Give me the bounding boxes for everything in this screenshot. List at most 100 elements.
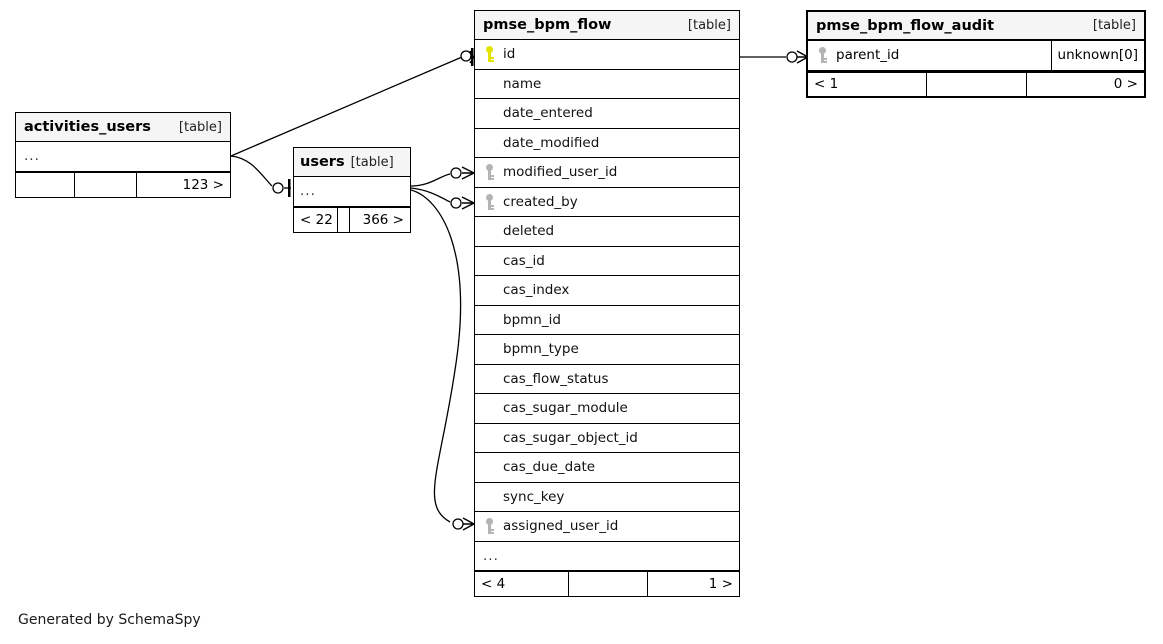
generator-caption: Generated by SchemaSpy <box>18 612 201 628</box>
table-node-activities-users[interactable]: activities_users [table] ... 123 > <box>15 112 231 198</box>
table-row-date-entered: date_entered <box>475 99 739 129</box>
table-row-cas-sugar-object-id: cas_sugar_object_id <box>475 424 739 453</box>
key-placeholder <box>483 488 499 506</box>
footer-right-count: 123 > <box>136 172 230 197</box>
table-row-id: id <box>475 40 739 70</box>
column-label: name <box>503 75 542 92</box>
table-row-cas-sugar-module: cas_sugar_module <box>475 394 739 424</box>
key-placeholder <box>483 370 499 388</box>
table-row: ... <box>294 177 410 207</box>
key-placeholder <box>483 75 499 93</box>
edge-pmse-bpm-flow-to-audit <box>740 50 809 64</box>
footer-middle-count <box>568 572 647 596</box>
table-row-bpmn-id: bpmn_id <box>475 306 739 335</box>
key-placeholder <box>483 134 499 152</box>
table-row-more: ... <box>475 542 739 571</box>
foreign-key-icon <box>816 46 832 64</box>
key-placeholder <box>483 340 499 358</box>
footer-right-count: 366 > <box>349 207 410 232</box>
table-footer-pmse-bpm-flow: < 4 1 > <box>475 571 739 596</box>
table-row-created-by: created_by <box>475 188 739 217</box>
table-row-name: name <box>475 70 739 99</box>
table-footer-activities-users: 123 > <box>16 171 230 197</box>
table-node-pmse-bpm-flow[interactable]: pmse_bpm_flow [table] id name date_enter… <box>474 10 740 597</box>
table-row: ... <box>16 142 230 172</box>
column-cell: parent_id <box>808 41 1051 70</box>
column-label: ... <box>24 148 40 165</box>
column-label: date_entered <box>503 105 593 122</box>
table-node-users[interactable]: users [table] ... < 22 366 > <box>293 147 411 233</box>
column-label: bpmn_type <box>503 341 579 358</box>
table-title: pmse_bpm_flow <box>483 17 612 33</box>
key-placeholder <box>483 281 499 299</box>
table-row-cas-id: cas_id <box>475 247 739 276</box>
table-row-cas-flow-status: cas_flow_status <box>475 365 739 394</box>
column-label: cas_sugar_object_id <box>503 429 638 446</box>
column-label: parent_id <box>836 47 900 64</box>
table-title: pmse_bpm_flow_audit <box>816 17 995 34</box>
foreign-key-icon <box>483 163 499 181</box>
edge-users-to-assigned-user-id <box>410 189 475 531</box>
table-row-assigned-user-id: assigned_user_id <box>475 512 739 542</box>
footer-right-count: 0 > <box>1026 72 1144 96</box>
table-type-tag: [table] <box>1092 18 1136 33</box>
column-type: unknown[0] <box>1050 41 1144 70</box>
key-placeholder <box>483 399 499 417</box>
table-title: users <box>300 154 345 170</box>
column-label: cas_due_date <box>503 459 596 476</box>
table-title: activities_users <box>24 119 151 135</box>
column-label: created_by <box>503 193 578 210</box>
column-label: date_modified <box>503 134 600 151</box>
table-row-date-modified: date_modified <box>475 129 739 158</box>
table-type-tag: [table] <box>178 119 222 135</box>
column-label: ... <box>300 183 316 200</box>
column-label: sync_key <box>503 488 565 505</box>
table-footer-pmse-bpm-flow-audit: < 1 0 > <box>808 70 1144 96</box>
table-footer-users: < 22 366 > <box>294 206 410 232</box>
column-label: bpmn_id <box>503 311 561 328</box>
table-header-pmse-bpm-flow-audit: pmse_bpm_flow_audit [table] <box>808 12 1144 41</box>
table-row-cas-index: cas_index <box>475 276 739 306</box>
footer-left-count: < 4 <box>481 576 506 592</box>
column-label: assigned_user_id <box>503 518 619 535</box>
footer-left-count: < 22 <box>300 211 333 228</box>
edge-users-to-modified-user-id <box>410 166 475 187</box>
footer-right-count: 1 > <box>647 572 739 596</box>
edge-activities-users-to-users <box>230 155 291 197</box>
table-row-parent-id: parent_id unknown[0] <box>808 41 1144 71</box>
foreign-key-icon <box>483 193 499 211</box>
column-label: cas_id <box>503 252 545 269</box>
column-label: id <box>503 46 516 63</box>
edge-users-to-created-by <box>410 187 475 210</box>
edge-activities-users-to-pmse-bpm-flow-id <box>230 48 475 157</box>
footer-middle-count <box>926 72 1026 96</box>
key-placeholder <box>483 222 499 240</box>
key-placeholder <box>483 311 499 329</box>
table-header-activities-users: activities_users [table] <box>16 113 230 142</box>
key-placeholder <box>483 429 499 447</box>
footer-left-count <box>16 173 74 197</box>
primary-key-icon <box>483 45 499 63</box>
table-type-tag: [table] <box>350 154 394 170</box>
column-label: cas_flow_status <box>503 370 609 387</box>
footer-middle-count <box>74 172 136 197</box>
footer-middle-count <box>337 207 349 232</box>
foreign-key-icon <box>483 517 499 535</box>
key-placeholder <box>483 252 499 270</box>
table-row-bpmn-type: bpmn_type <box>475 335 739 365</box>
column-label: deleted <box>503 223 555 240</box>
table-type-tag: [table] <box>687 17 731 33</box>
column-label: ... <box>483 547 499 564</box>
table-row-deleted: deleted <box>475 217 739 247</box>
footer-left-count: < 1 <box>814 76 839 92</box>
table-node-pmse-bpm-flow-audit[interactable]: pmse_bpm_flow_audit [table] parent_id un… <box>806 10 1146 98</box>
column-label: modified_user_id <box>503 164 618 181</box>
column-label: cas_index <box>503 282 570 299</box>
column-label: cas_sugar_module <box>503 400 628 417</box>
key-placeholder <box>483 458 499 476</box>
table-row-modified-user-id: modified_user_id <box>475 158 739 188</box>
table-header-pmse-bpm-flow: pmse_bpm_flow [table] <box>475 11 739 40</box>
table-header-users: users [table] <box>294 148 410 177</box>
table-row-cas-due-date: cas_due_date <box>475 453 739 483</box>
